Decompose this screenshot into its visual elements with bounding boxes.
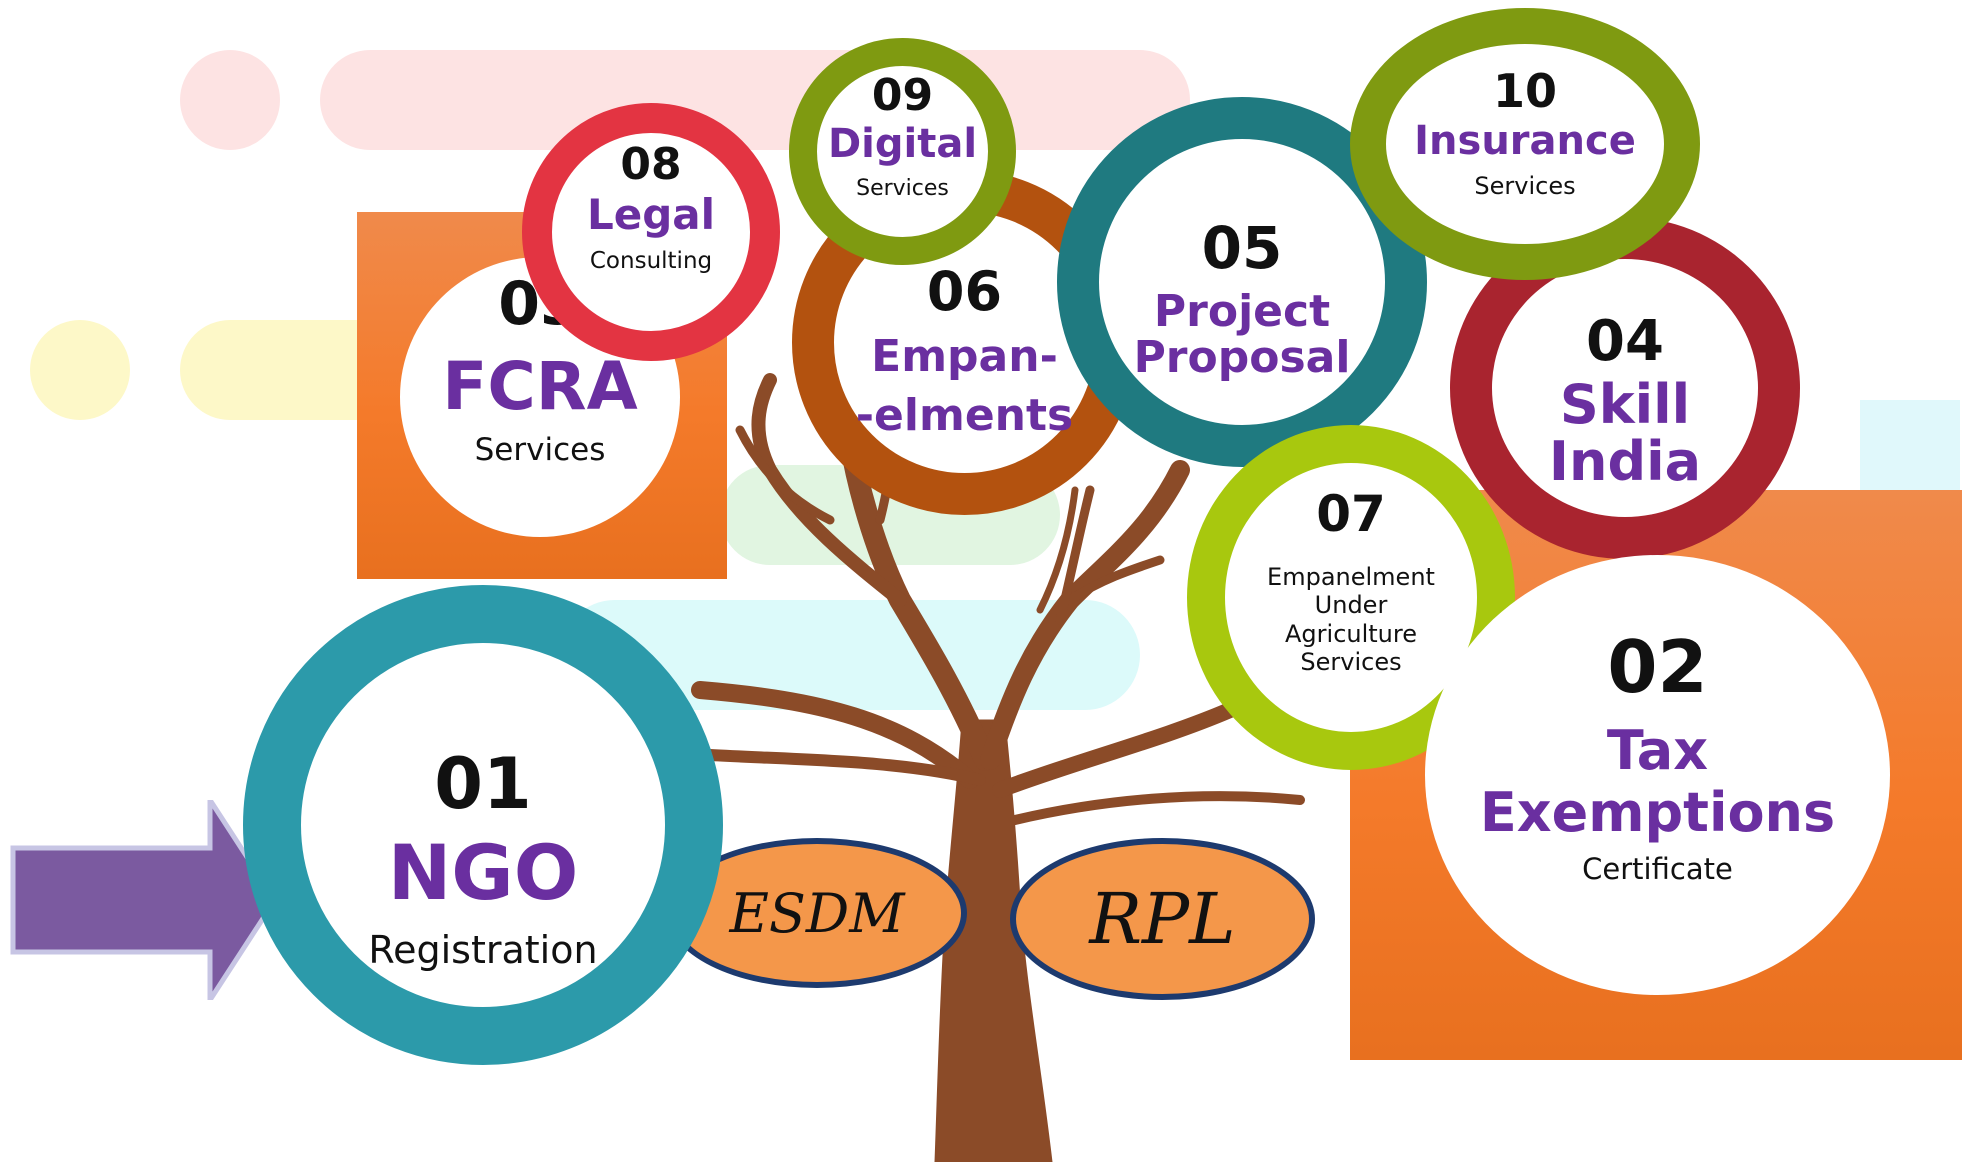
- node-02-subtitle: Certificate: [1582, 852, 1733, 886]
- node-01-subtitle: Registration: [368, 928, 598, 972]
- node-10-insurance: 10 Insurance Services: [1350, 8, 1700, 280]
- arrow-right-icon: [10, 800, 275, 1000]
- esdm-label: ESDM: [729, 881, 905, 945]
- node-04-title: Skill India: [1548, 373, 1702, 493]
- bg-pink-dot: [180, 50, 280, 150]
- node-10-subtitle: Services: [1474, 172, 1576, 200]
- node-03-title: FCRA: [442, 348, 638, 425]
- node-05-title: Project Proposal: [1133, 286, 1351, 384]
- node-09-subtitle: Services: [856, 176, 949, 201]
- node-08-number: 08: [620, 139, 682, 190]
- node-04-number: 04: [1586, 309, 1664, 374]
- node-10-number: 10: [1492, 64, 1557, 118]
- node-07-subtitle: Empanelment Under Agriculture Services: [1267, 563, 1435, 676]
- node-08-subtitle: Consulting: [589, 248, 713, 274]
- node-09-digital: 09 Digital Services: [789, 38, 1016, 265]
- node-02-tax-exemptions: 02 Tax Exemptions Certificate: [1425, 555, 1890, 995]
- node-02-number: 02: [1607, 625, 1708, 709]
- node-09-title: Digital: [827, 121, 978, 167]
- node-01-number: 01: [434, 743, 532, 825]
- node-08-legal: 08 Legal Consulting: [522, 103, 780, 361]
- node-06-title: Empan- -elments: [855, 331, 1074, 442]
- node-01-ngo-registration: 01 NGO Registration: [243, 585, 723, 1065]
- node-05-number: 05: [1201, 214, 1283, 282]
- bg-yellow-dot: [30, 320, 130, 420]
- node-10-title: Insurance: [1414, 118, 1636, 164]
- node-07-number: 07: [1316, 485, 1386, 543]
- node-09-number: 09: [871, 70, 934, 121]
- tree-branches: [691, 355, 1305, 825]
- node-01-title: NGO: [387, 828, 579, 917]
- rpl-label: RPL: [1089, 878, 1236, 960]
- node-03-subtitle: Services: [474, 432, 606, 468]
- node-06-number: 06: [926, 260, 1003, 323]
- node-02-title: Tax Exemptions: [1479, 719, 1836, 845]
- bg-pink-bar: [320, 50, 1190, 150]
- node-08-title: Legal: [586, 190, 716, 239]
- rpl-oval: RPL: [1010, 838, 1315, 1000]
